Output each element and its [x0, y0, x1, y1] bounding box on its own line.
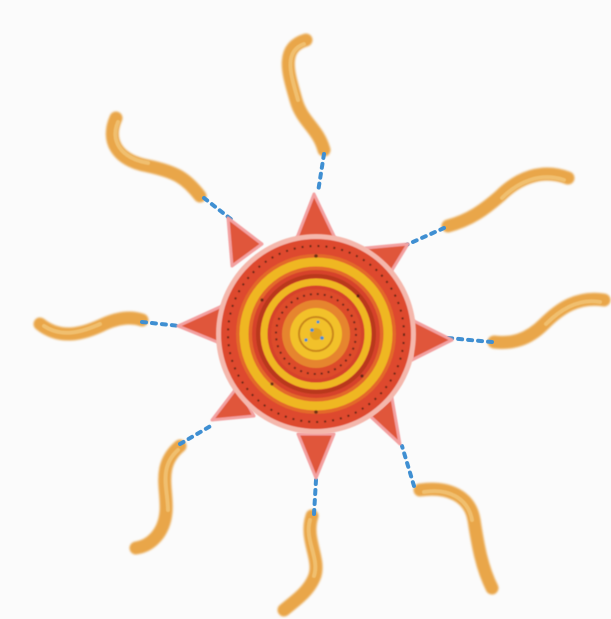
sun-disc — [216, 234, 416, 434]
